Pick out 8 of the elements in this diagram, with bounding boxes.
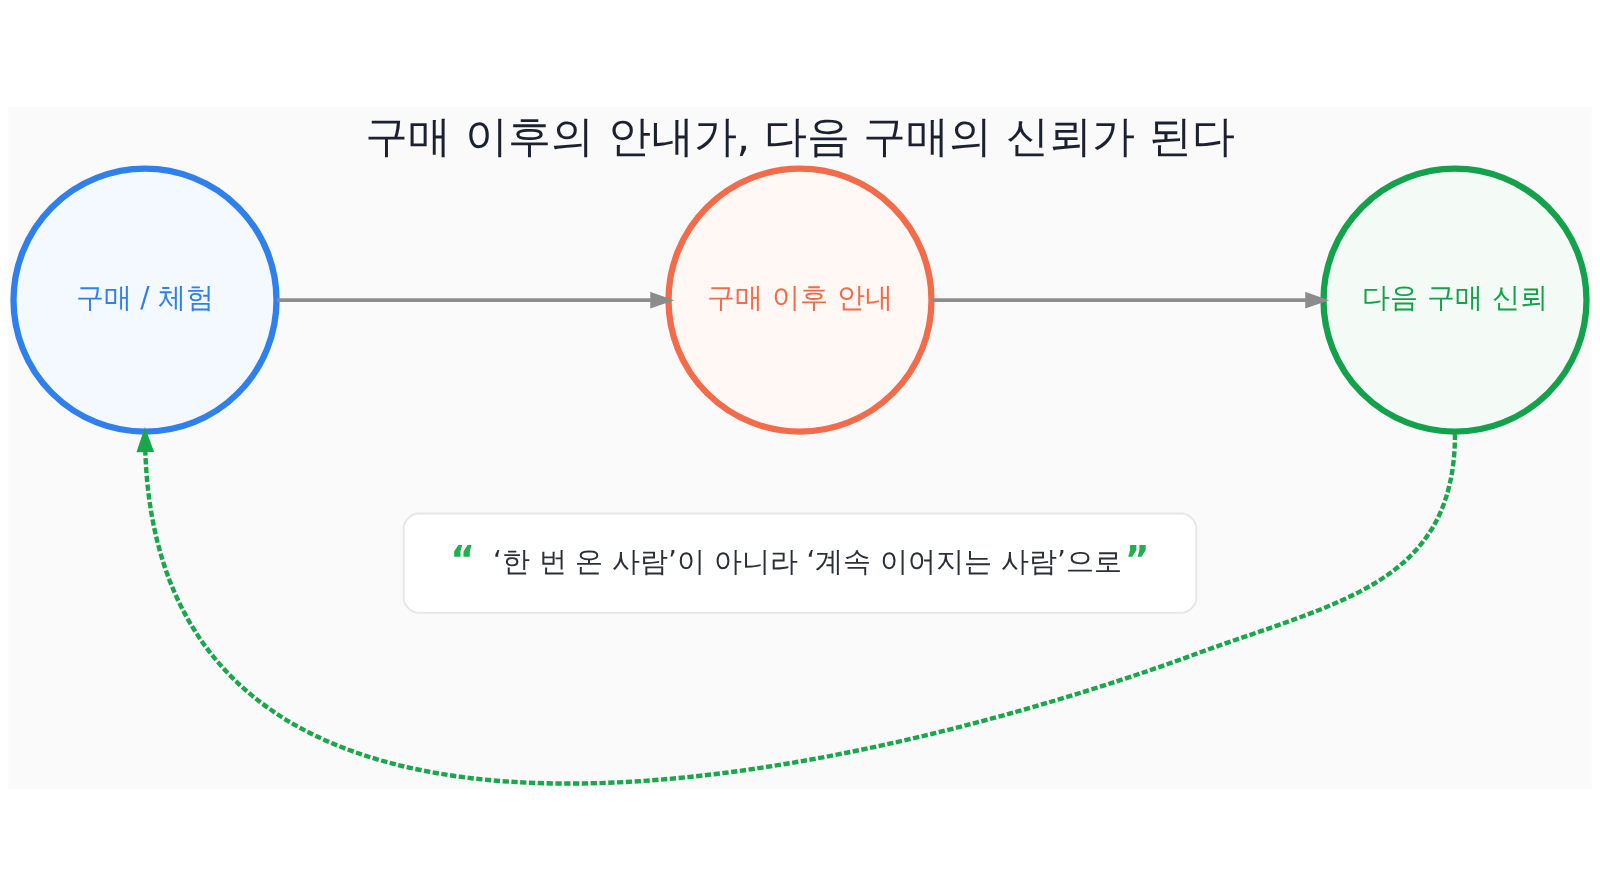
arrow [276, 291, 675, 309]
arrow [136, 426, 1458, 786]
node-circle: 구매 / 체험 [10, 165, 280, 435]
diagram-title: 구매 이후의 안내가, 다음 구매의 신뢰가 된다 [365, 111, 1235, 162]
node-box: “ ‘한 번 온 사람’이 아니라 ‘계속 이어지는 사람’으로” [402, 512, 1198, 614]
arrow [931, 291, 1330, 309]
node-circle: 구매 이후 안내 [665, 165, 935, 435]
node-circle: 다음 구매 신뢰 [1320, 165, 1590, 435]
